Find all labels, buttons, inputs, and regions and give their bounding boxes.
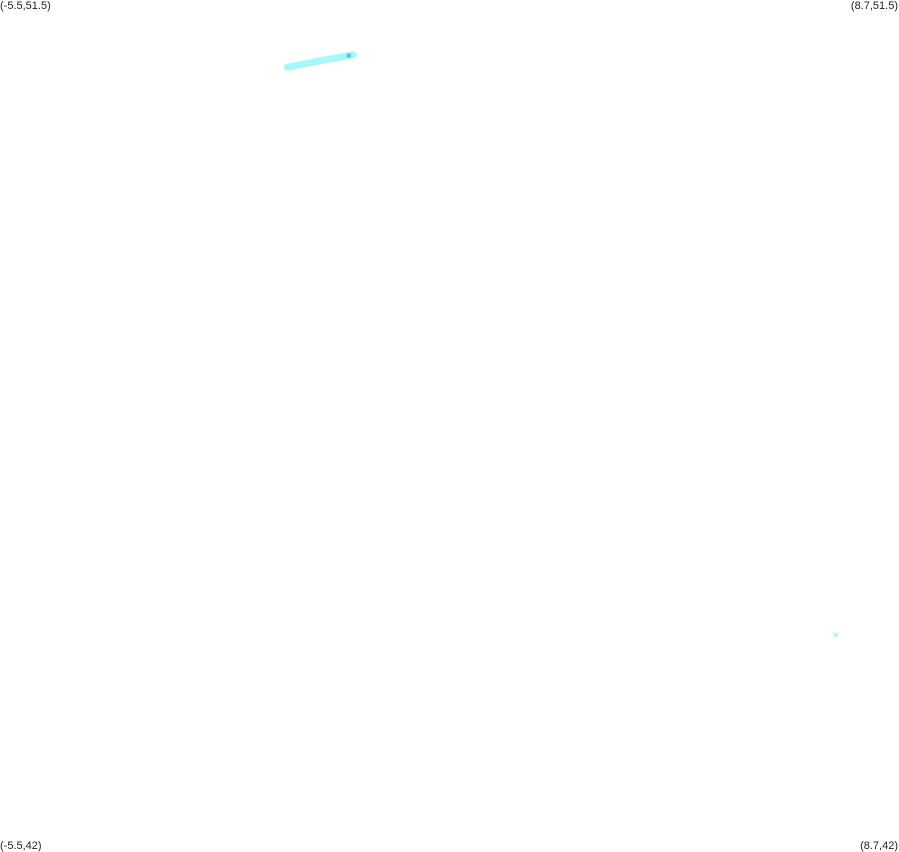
corner-label-bottom-right: (8.7,42) [860, 840, 898, 852]
track-layer [283, 51, 357, 71]
track-line [283, 51, 357, 71]
corner-label-bottom-left: (-5.5,42) [0, 840, 42, 852]
point-layer [833, 633, 838, 637]
track-marker [346, 53, 351, 58]
marker-layer [346, 53, 351, 58]
corner-label-top-left: (-5.5,51.5) [0, 0, 51, 12]
map-point [833, 633, 838, 637]
corner-label-top-right: (8.7,51.5) [850, 0, 898, 12]
